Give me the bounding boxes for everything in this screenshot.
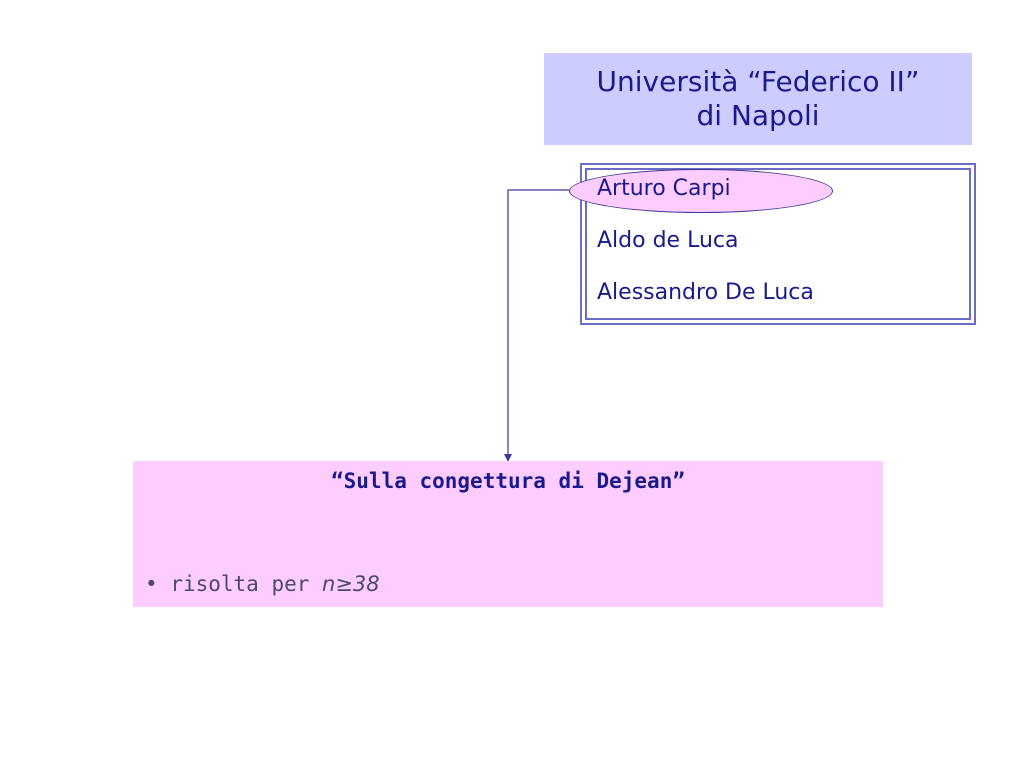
bullet-condition: n≥38 [322,572,380,596]
bullet-text: risolta per [170,572,323,596]
paper-title: “Sulla congettura di Dejean” [330,469,685,493]
university-header: Università “Federico II” di Napoli [544,53,972,145]
connector-line [507,189,569,455]
university-name: Università “Federico II” [596,65,920,98]
author-highlight-ellipse [569,169,833,213]
bullet-icon: • [145,572,158,596]
paper-bullet-item: • risolta per n≥38 [145,572,380,596]
author-name-aldo-de-luca: Aldo de Luca [597,228,739,253]
paper-box: “Sulla congettura di Dejean” • risolta p… [133,461,883,607]
author-name-alessandro-de-luca: Alessandro De Luca [597,280,814,305]
author-name-arturo-carpi: Arturo Carpi [597,176,731,201]
university-city: di Napoli [696,99,820,132]
